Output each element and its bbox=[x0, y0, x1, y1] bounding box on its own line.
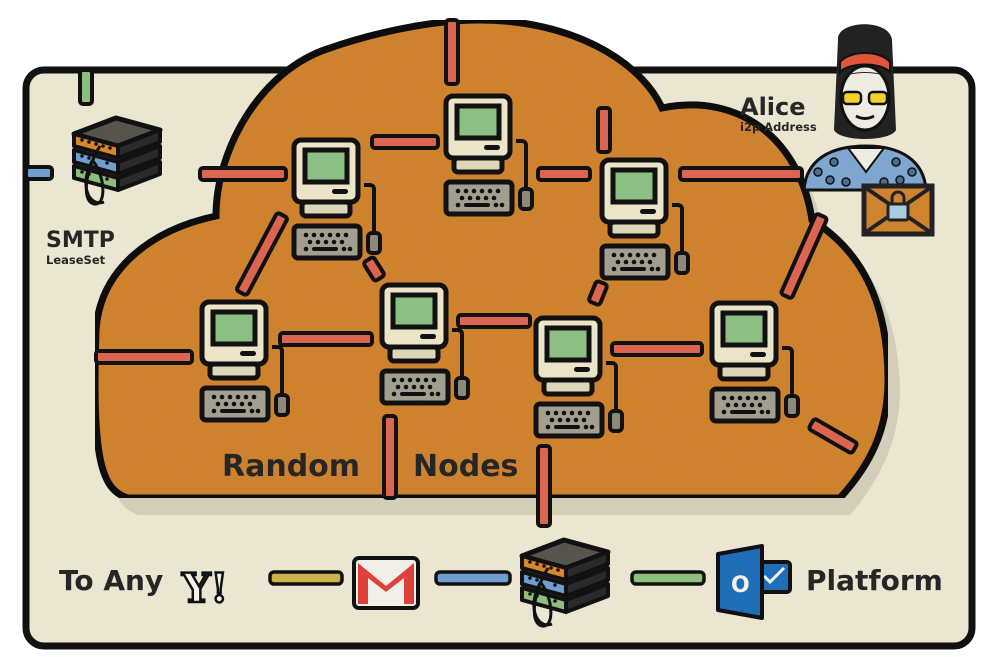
gmail-logo-icon bbox=[352, 556, 420, 610]
link bbox=[456, 313, 532, 329]
locked-envelope-icon bbox=[861, 183, 935, 237]
cloud-label-random: Random bbox=[222, 449, 360, 484]
alice-avatar-icon bbox=[802, 24, 928, 192]
smtp-server: SMTP LeaseSet bbox=[46, 118, 160, 267]
yahoo-logo-icon: Y! bbox=[180, 564, 230, 614]
link-yahoo-gmail bbox=[268, 570, 344, 586]
link-gmail-server bbox=[434, 570, 512, 586]
link bbox=[596, 106, 612, 154]
alice: Alice i2p Address bbox=[740, 24, 935, 237]
link bbox=[362, 255, 386, 283]
alice-title: Alice bbox=[740, 93, 806, 121]
bottom-label-right: Platform bbox=[806, 564, 943, 597]
svg-text:Y!: Y! bbox=[181, 565, 228, 612]
bottom-label-left: To Any bbox=[59, 564, 163, 597]
network-links bbox=[24, 18, 859, 528]
link bbox=[536, 166, 592, 182]
link bbox=[610, 341, 704, 357]
outlook-logo-icon: O bbox=[716, 544, 792, 620]
link bbox=[444, 18, 460, 86]
smtp-title: SMTP bbox=[46, 228, 115, 253]
cloud-network bbox=[91, 16, 892, 502]
link bbox=[235, 211, 289, 297]
link bbox=[382, 414, 398, 500]
link bbox=[78, 68, 94, 106]
link bbox=[370, 134, 440, 150]
link bbox=[198, 166, 288, 182]
link bbox=[807, 417, 859, 455]
bottom-row: To Any Y! O Platform bbox=[59, 540, 943, 626]
link bbox=[278, 331, 374, 347]
alice-subtitle: i2p Address bbox=[740, 120, 817, 134]
link bbox=[678, 166, 804, 182]
cloud-label-nodes: Nodes bbox=[413, 449, 518, 484]
link bbox=[94, 349, 194, 365]
link bbox=[536, 444, 552, 528]
link bbox=[587, 279, 609, 307]
svg-text:O: O bbox=[731, 573, 750, 598]
link bbox=[779, 212, 829, 300]
link-server-outlook bbox=[630, 570, 706, 586]
smtp-subtitle: LeaseSet bbox=[46, 253, 106, 267]
link bbox=[24, 165, 54, 181]
